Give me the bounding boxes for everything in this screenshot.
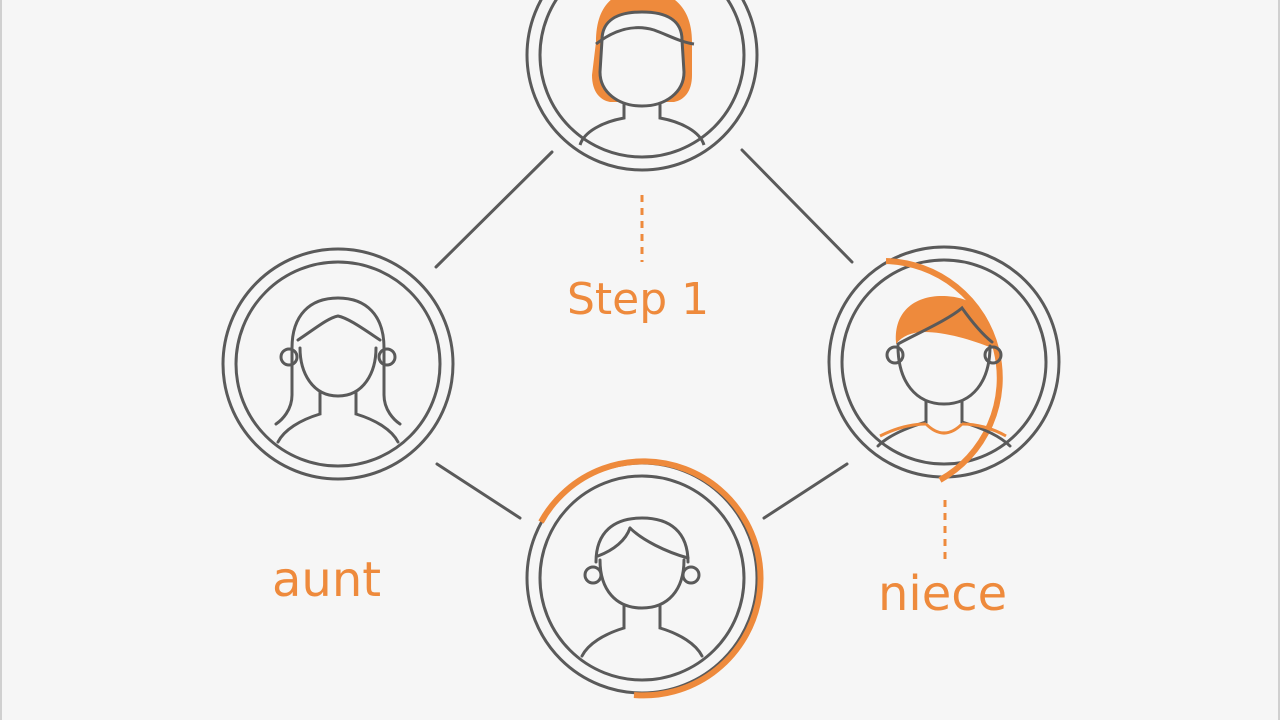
boy-icon	[876, 296, 1012, 448]
node-right-highlight-arc	[885, 258, 1003, 483]
connector-top-left	[434, 150, 554, 269]
node-left-inner-ring	[234, 260, 442, 468]
node-right	[827, 245, 1061, 483]
woman-long-hair-icon	[274, 296, 402, 444]
girl-side-part-icon	[580, 516, 704, 658]
step-label: Step 1	[567, 274, 710, 325]
node-right-inner-ring	[840, 258, 1048, 466]
node-bottom-inner-ring	[538, 474, 746, 682]
connector-bottom-right	[762, 462, 849, 520]
node-left	[221, 247, 455, 481]
node-bottom-highlight-arc	[538, 458, 764, 699]
node-top-inner-ring	[538, 0, 746, 159]
node-left-outer-ring	[221, 247, 455, 481]
connector-left-bottom	[435, 462, 522, 520]
node-top-outer-ring	[525, 0, 759, 172]
connector-top-right	[740, 148, 854, 264]
node-bottom	[525, 458, 764, 699]
aunt-label: aunt	[272, 552, 382, 608]
woman-short-hair-icon	[578, 0, 706, 146]
niece-label: niece	[878, 566, 1008, 622]
node-top	[525, 0, 759, 172]
